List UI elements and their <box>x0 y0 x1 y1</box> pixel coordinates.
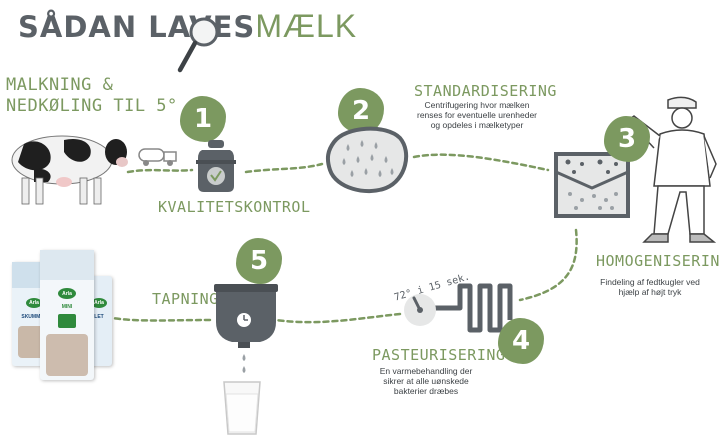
milking-label-line1: MALKNING & <box>6 75 114 95</box>
carton-middle-brand: Arla <box>58 288 76 299</box>
step5-label: TAPNING <box>152 290 219 308</box>
centrifuge-icon <box>325 126 409 194</box>
step3-description: Findeling af fedtkugler ved hjælp af høj… <box>580 277 720 297</box>
filling-machine-icon <box>214 284 278 373</box>
step3-badge: 3 <box>604 116 650 162</box>
carton-right-brand: Arla <box>91 298 107 308</box>
carton-left-brand: Arla <box>26 298 42 308</box>
step2-desc-line1: Centrifugering hvor mælken <box>424 100 530 110</box>
step2-description: Centrifugering hvor mælken renses for ev… <box>402 100 552 130</box>
milking-label-line2: NEDKØLING TIL 5° <box>6 96 178 116</box>
step2-label: STANDARDISERING <box>414 82 557 100</box>
milk-glass-icon <box>223 381 261 435</box>
homogenizer-icon <box>554 152 630 218</box>
cow-icon <box>11 135 128 205</box>
step3-label: HOMOGENISERING <box>596 252 720 270</box>
carton-right-product: LET <box>94 314 104 320</box>
step2-desc-line3: og opdeles i mælketyper <box>430 120 524 130</box>
milking-label: MALKNING & NEDKØLING TIL 5° <box>6 75 178 117</box>
milk-truck-icon <box>138 148 177 166</box>
step2-badge: 2 <box>338 88 384 134</box>
step4-desc-line3: bakterier dræbes <box>393 386 459 396</box>
step1-badge: 1 <box>180 96 226 142</box>
step4-label: PASTEURISERING <box>372 346 506 364</box>
pasteurizer-icon <box>404 283 513 333</box>
milk-carton-middle: Arla MINI <box>40 250 94 380</box>
step4-desc-line1: En varmebehandling der <box>379 366 473 376</box>
step5-badge: 5 <box>236 238 282 284</box>
step2-desc-line2: renses for eventuelle urenheder <box>416 110 538 120</box>
carton-left-product: SKUMMET <box>21 314 47 320</box>
step3-desc-line1: Findeling af fedtkugler ved <box>600 277 700 287</box>
title-accent: MÆLK <box>255 8 358 44</box>
step3-desc-line2: hjælp af højt tryk <box>618 287 682 297</box>
step4-desc-line2: sikrer at alle uønskede <box>383 376 469 386</box>
step4-description: En varmebehandling der sikrer at alle uø… <box>364 366 488 396</box>
magnifier-icon <box>177 17 219 73</box>
step1-label: KVALITETSKONTROL <box>158 198 311 216</box>
carton-middle-product: MINI <box>61 304 73 310</box>
milk-can-icon <box>196 140 236 192</box>
step4-badge: 4 <box>498 318 544 364</box>
dairy-worker-illustration <box>626 96 717 243</box>
